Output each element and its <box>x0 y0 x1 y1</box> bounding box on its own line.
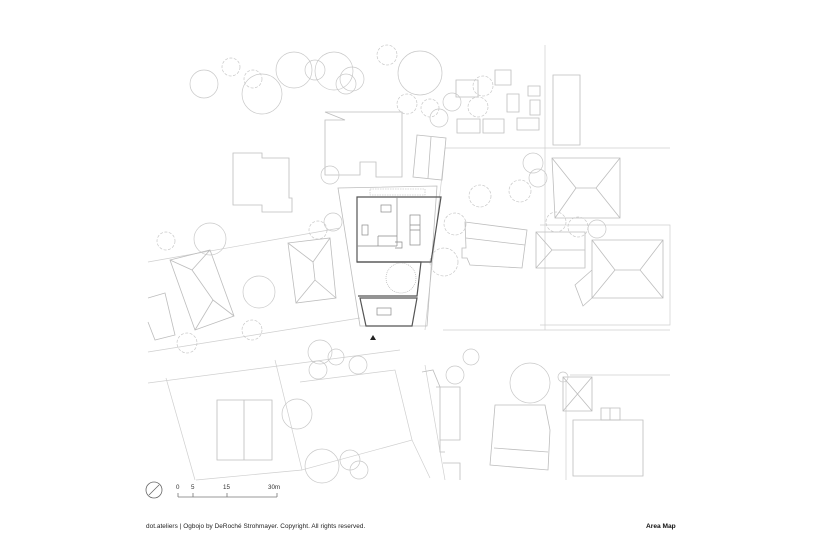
scale-tick-30m: 30m <box>268 484 281 491</box>
entrance-triangle-icon <box>370 335 376 340</box>
context-buildings <box>147 69 664 480</box>
scale-bar <box>177 493 278 498</box>
scale-tick-15: 15 <box>223 484 230 491</box>
drawing-title: Area Map <box>646 523 676 530</box>
scale-tick-5: 5 <box>191 484 195 491</box>
trees <box>156 44 607 484</box>
scale-tick-0: 0 <box>176 484 180 491</box>
copyright-credit: dot.ateliers | Ogbojo by DeRoché Strohma… <box>146 523 366 530</box>
project-site <box>337 185 442 340</box>
north-arrow-icon <box>145 481 163 499</box>
